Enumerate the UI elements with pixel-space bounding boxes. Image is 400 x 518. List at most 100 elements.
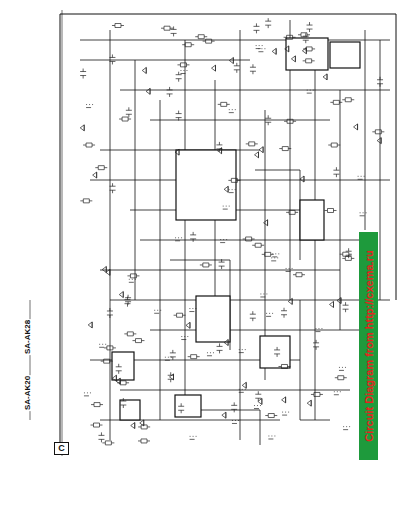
component-symbol <box>117 381 129 385</box>
component-symbol <box>250 311 256 321</box>
component-symbol <box>372 130 384 134</box>
wire <box>135 60 136 300</box>
component-symbol <box>181 337 188 340</box>
component-symbol <box>307 22 313 32</box>
component-symbol <box>116 364 122 374</box>
ic-package <box>286 38 328 70</box>
component-symbol <box>229 58 233 64</box>
component-symbol <box>167 87 173 97</box>
component-symbol <box>315 329 322 332</box>
ic-package <box>196 296 230 342</box>
component-symbol <box>229 190 236 193</box>
component-symbol <box>339 367 346 370</box>
component-symbol <box>86 105 93 108</box>
ic-package <box>120 400 140 420</box>
component-symbol <box>329 301 333 307</box>
component-symbol <box>195 35 207 39</box>
component-symbol <box>84 393 91 396</box>
component-symbol <box>171 26 177 36</box>
component-symbol <box>99 344 106 347</box>
component-symbol <box>83 143 95 147</box>
component-symbol <box>311 392 323 396</box>
component-symbol <box>98 432 104 442</box>
wire <box>170 260 230 350</box>
wire <box>150 330 360 331</box>
component-symbol <box>102 441 114 445</box>
component-symbol <box>127 274 139 278</box>
component-symbol <box>281 308 287 318</box>
component-symbol <box>218 148 222 154</box>
components <box>80 18 384 445</box>
component-symbol <box>165 357 172 360</box>
component-symbol <box>254 406 261 409</box>
wire <box>255 170 300 260</box>
component-symbol <box>129 279 136 282</box>
component-symbol <box>231 402 237 412</box>
component-symbol <box>284 119 296 123</box>
component-symbol <box>288 298 292 304</box>
component-symbol <box>176 111 182 121</box>
source-banner: Circuit Diagram from http://cxema.ru <box>359 232 378 460</box>
component-symbol <box>222 412 226 418</box>
component-symbol <box>285 46 289 52</box>
component-symbol <box>377 77 383 87</box>
component-symbol <box>218 102 230 106</box>
component-symbol <box>211 65 215 71</box>
component-symbol <box>266 313 273 316</box>
component-symbol <box>175 149 179 155</box>
component-symbol <box>220 240 227 243</box>
wiring <box>80 20 390 445</box>
component-symbol <box>142 67 146 73</box>
component-symbol <box>265 18 271 28</box>
component-symbol <box>102 267 106 273</box>
component-symbol <box>228 178 240 182</box>
component-symbol <box>342 98 354 102</box>
component-symbol <box>138 439 150 443</box>
wire <box>80 40 390 41</box>
component-symbol <box>286 268 293 271</box>
component-symbol <box>234 63 240 73</box>
component-symbol <box>307 400 311 406</box>
wire <box>120 90 390 91</box>
component-symbol <box>80 125 84 131</box>
wire <box>120 390 350 391</box>
component-symbol <box>291 56 295 62</box>
component-symbol <box>119 117 131 121</box>
component-symbol <box>268 436 275 439</box>
component-symbol <box>91 403 103 407</box>
component-symbol <box>255 391 261 401</box>
component-symbol <box>346 248 352 258</box>
component-symbol <box>334 392 341 395</box>
component-symbol <box>278 364 290 368</box>
component-symbol <box>265 414 277 418</box>
component-symbol <box>182 43 194 47</box>
component-symbol <box>203 39 215 43</box>
component-symbol <box>229 110 236 113</box>
component-symbol <box>132 339 144 343</box>
component-symbol <box>313 340 319 350</box>
component-symbol <box>170 350 176 360</box>
wire <box>340 90 341 330</box>
component-symbol <box>282 412 289 415</box>
watermark-text: Circuit Diagram from http://cxema.ru <box>362 250 375 441</box>
component-symbol <box>343 427 350 430</box>
component-symbol <box>101 359 113 363</box>
component-symbol <box>358 176 365 179</box>
component-symbol <box>126 107 132 117</box>
component-symbol <box>260 294 267 297</box>
component-symbol <box>307 90 314 93</box>
component-symbol <box>330 100 342 104</box>
panel-letter: C <box>55 443 68 454</box>
component-symbol <box>224 186 228 192</box>
component-symbol <box>223 206 230 209</box>
wire <box>300 300 330 420</box>
wire <box>365 30 366 230</box>
component-symbol <box>207 353 214 356</box>
component-symbol <box>354 124 358 130</box>
model-name: SA-AK28 <box>23 319 32 355</box>
component-symbol <box>252 243 264 247</box>
component-symbol <box>239 389 246 392</box>
wire <box>200 410 260 445</box>
component-symbol <box>298 33 310 37</box>
